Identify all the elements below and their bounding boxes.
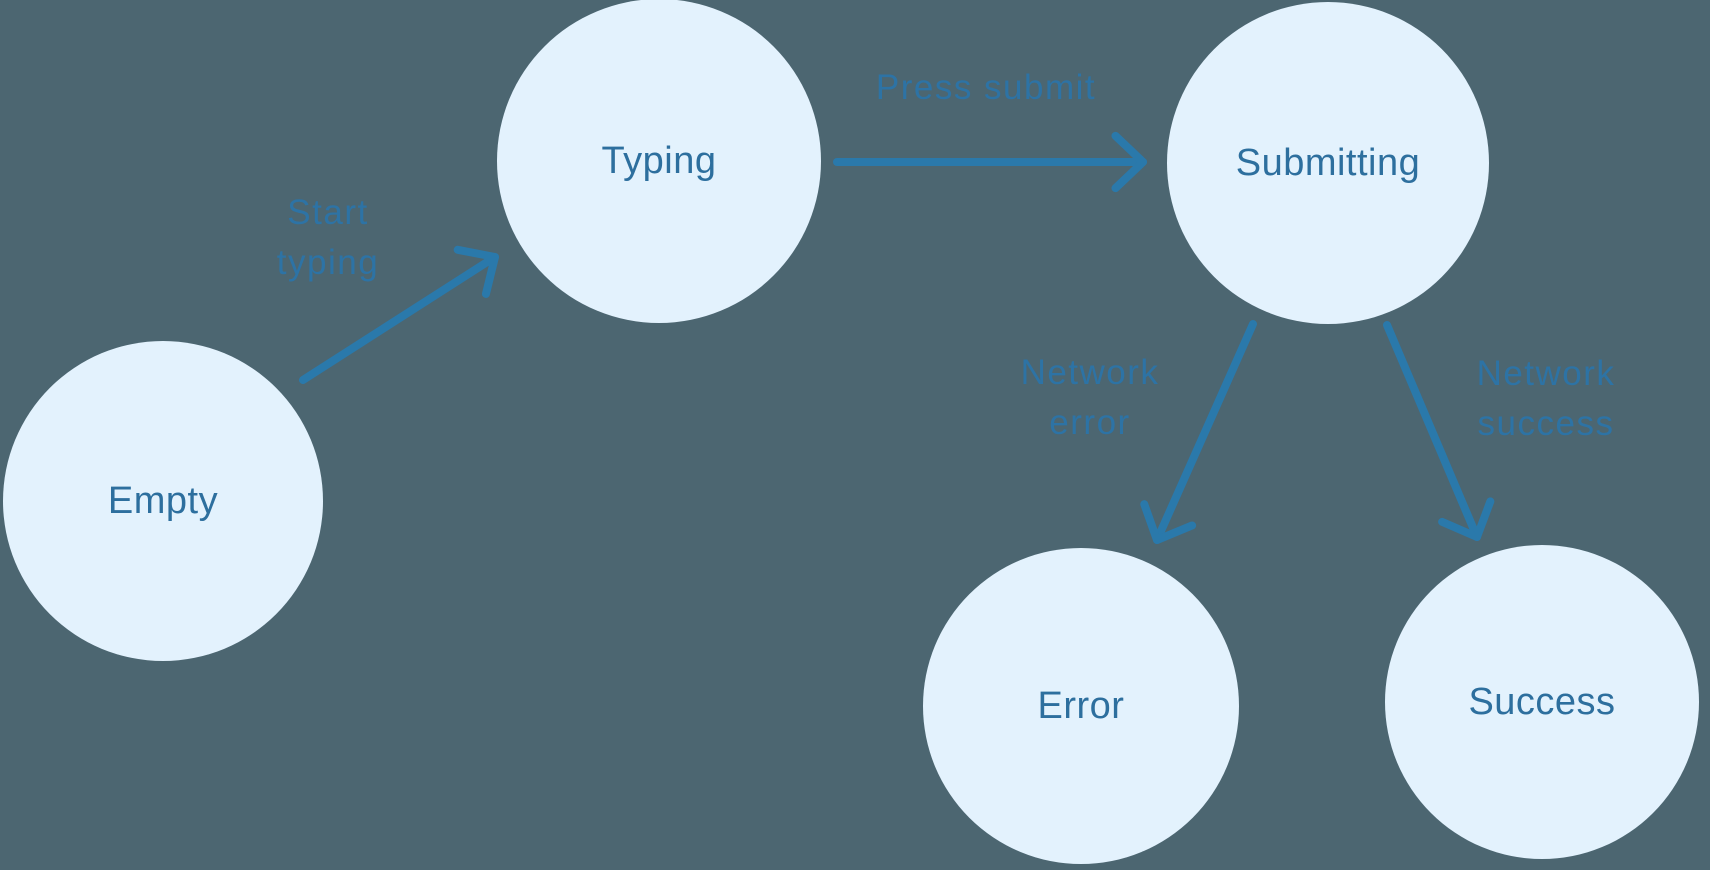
edge-label-network-success: Network success xyxy=(1477,349,1616,449)
edge-label-line: Start xyxy=(287,193,369,232)
node-error: Error xyxy=(923,548,1239,864)
node-empty: Empty xyxy=(3,341,323,661)
edge-label-press-submit: Press submit xyxy=(876,63,1096,113)
edge-start-typing-shaft xyxy=(299,253,499,384)
node-success: Success xyxy=(1385,545,1699,859)
node-submitting: Submitting xyxy=(1167,2,1489,324)
edge-label-network-error: Network error xyxy=(1021,348,1160,448)
edge-label-line: success xyxy=(1477,404,1615,443)
node-typing: Typing xyxy=(497,0,821,323)
edge-label-start-typing: Start typing xyxy=(277,188,379,288)
edge-network-success-arrowhead-icon xyxy=(1438,497,1495,541)
edge-label-line: typing xyxy=(276,243,380,282)
edge-label-line: Press submit xyxy=(875,68,1097,107)
edge-start-typing-arrowhead-icon xyxy=(453,245,499,298)
edge-label-line: Network xyxy=(1020,353,1160,392)
edge-label-line: error xyxy=(1049,403,1131,442)
edge-network-error-shaft xyxy=(1153,320,1257,544)
edge-network-success-shaft xyxy=(1383,321,1481,541)
edge-network-error-arrowhead-icon xyxy=(1140,500,1197,544)
edge-press-submit-arrowhead-icon xyxy=(1111,131,1147,193)
edge-label-line: Network xyxy=(1476,354,1616,393)
